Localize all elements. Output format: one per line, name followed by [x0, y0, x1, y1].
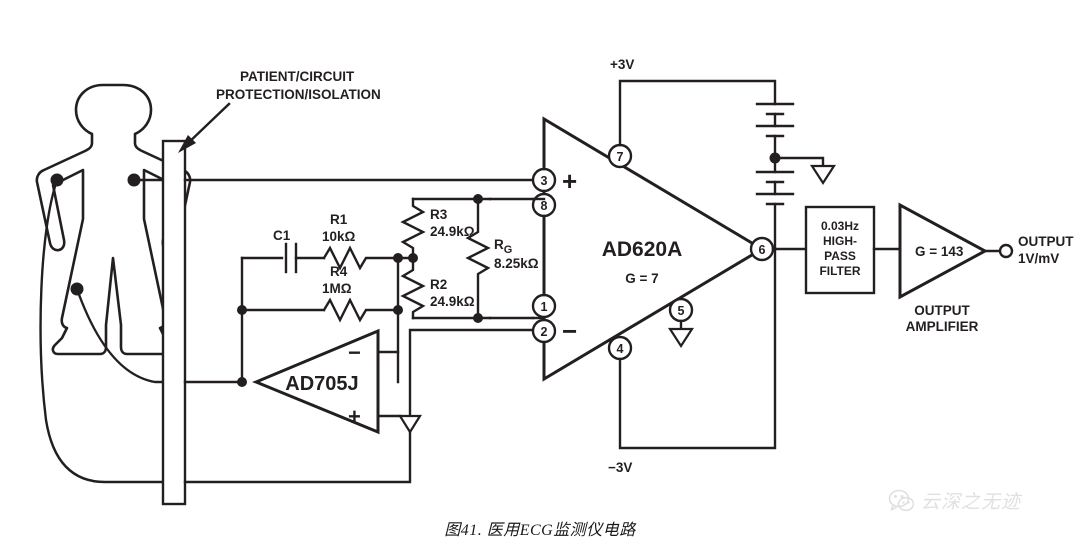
- pin-2-label: 2: [541, 325, 548, 339]
- filter-line3: PASS: [824, 249, 856, 263]
- label-negative-supply: −3V: [608, 460, 632, 475]
- ground-symbol-pin5: [667, 327, 695, 349]
- filter-line4: FILTER: [819, 264, 860, 278]
- wire-negative-supply: [618, 247, 777, 450]
- label-r3-ref: R3: [430, 207, 448, 222]
- battery-lower: [755, 156, 795, 251]
- capacitor-c1: [284, 242, 298, 274]
- resistor-rg: [465, 197, 491, 320]
- battery-upper: [755, 102, 795, 160]
- filter-line2: HIGH-: [823, 234, 857, 248]
- ad620a-minus-sign: −: [562, 316, 577, 346]
- output-amplifier: [898, 202, 989, 300]
- label-r1-ref: R1: [330, 212, 348, 227]
- resistor-r2: [400, 256, 426, 320]
- resistor-r3: [400, 197, 426, 260]
- label-rg-value: 8.25kΩ: [494, 256, 539, 271]
- pin-4-label: 4: [617, 342, 624, 356]
- ad620a-label: AD620A: [602, 238, 683, 261]
- annotation-line2: PROTECTION/ISOLATION: [216, 87, 381, 102]
- label-r4-ref: R4: [330, 264, 348, 279]
- ad705j-amplifier: [252, 328, 380, 435]
- pin-7-label: 7: [617, 150, 624, 164]
- wechat-icon: [888, 489, 914, 511]
- ad620a-pin-2: 2: [531, 318, 557, 344]
- ground-symbol-supply: [809, 164, 837, 186]
- node-dot-ad705j-input: [237, 377, 247, 387]
- ad705j-plus-sign: +: [348, 404, 361, 429]
- ad705j-label: AD705J: [285, 373, 358, 395]
- label-r2-ref: R2: [430, 277, 447, 292]
- node-dot-r4-left: [237, 305, 247, 315]
- label-rg-ref: RG: [494, 237, 512, 256]
- figure-caption: 图41. 医用ECG监测仪电路: [444, 522, 636, 539]
- ad620a-pin-4: 4: [607, 335, 633, 361]
- filter-line1: 0.03Hz: [821, 219, 859, 233]
- output-amp-label1: OUTPUT: [914, 303, 970, 318]
- output-terminal: [998, 243, 1014, 259]
- label-r4-value: 1MΩ: [322, 281, 352, 296]
- label-r1-value: 10kΩ: [322, 229, 356, 244]
- ad620a-pin-7: 7: [607, 143, 633, 169]
- label-r3-value: 24.9kΩ: [430, 224, 475, 239]
- high-pass-filter-box: [804, 205, 876, 295]
- label-r2-value: 24.9kΩ: [430, 294, 475, 309]
- isolation-barrier: [161, 139, 187, 506]
- wire-to-pin2: [183, 328, 535, 484]
- annotation-arrowhead: [178, 135, 196, 153]
- ground-symbol-ad705j: [398, 414, 422, 435]
- watermark-text: 云深之无迹: [921, 492, 1022, 513]
- pin-5-label: 5: [678, 304, 685, 318]
- ad620a-pin-3: 3: [531, 167, 557, 193]
- annotation-line1: PATIENT/CIRCUIT: [240, 69, 355, 84]
- node-dot-r4-right: [393, 305, 403, 315]
- pin-1-label: 1: [541, 300, 548, 314]
- isolation-annotation: [178, 102, 231, 153]
- ad620a-pin-6: 6: [749, 236, 775, 262]
- wire-center-tap-to-gnd: [773, 156, 825, 168]
- resistor-r4: [322, 297, 400, 323]
- ad620a-plus-sign: +: [562, 166, 577, 196]
- pin-8-label: 8: [541, 199, 548, 213]
- ad620a-pin-8: 8: [531, 192, 557, 218]
- ad620a-pin-1: 1: [531, 293, 557, 319]
- output-label-line2: 1V/mV: [1018, 251, 1059, 266]
- output-amp-gain: G = 143: [915, 244, 964, 259]
- label-positive-supply: +3V: [610, 57, 634, 72]
- output-label-line1: OUTPUT: [1018, 234, 1074, 249]
- watermark: 云深之无迹: [888, 487, 1021, 514]
- wire-positive-supply: [618, 79, 777, 147]
- pin-3-label: 3: [541, 174, 548, 188]
- resistor-r1: [322, 245, 400, 271]
- pin-6-label: 6: [759, 243, 766, 257]
- ad620a-pin-5: 5: [668, 297, 694, 323]
- label-c1: C1: [273, 228, 291, 243]
- ad705j-minus-sign: −: [348, 340, 361, 365]
- output-amp-label2: AMPLIFIER: [906, 319, 979, 334]
- ad620a-gain: G = 7: [625, 271, 658, 286]
